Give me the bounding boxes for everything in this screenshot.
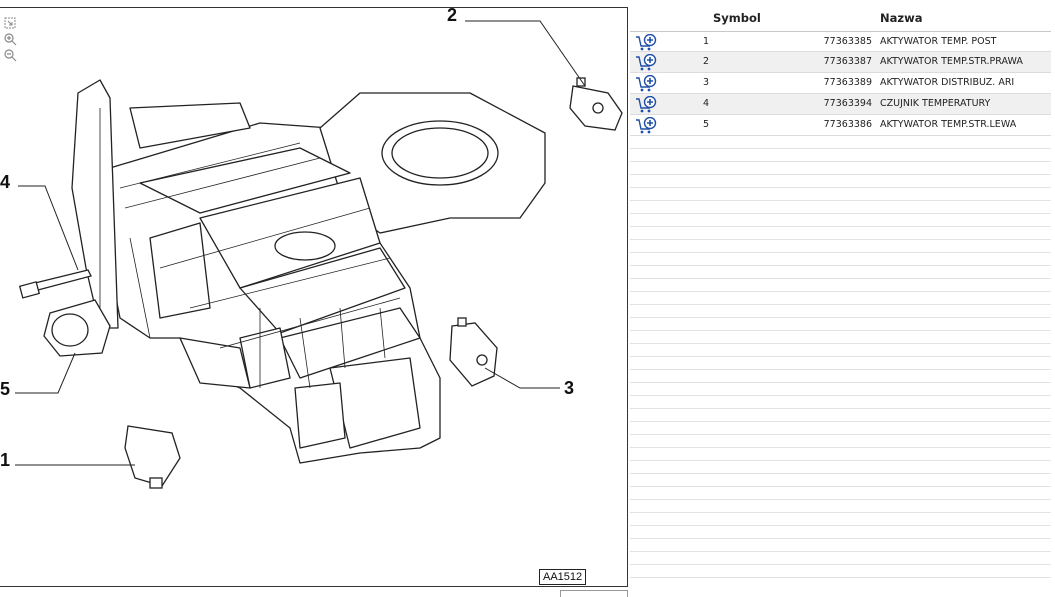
empty-row	[630, 162, 1051, 175]
part-1-actuator	[124, 425, 181, 487]
empty-row	[630, 318, 1051, 331]
empty-row	[630, 227, 1051, 240]
empty-row	[630, 357, 1051, 370]
empty-row	[630, 487, 1051, 500]
callout-3: 3	[564, 378, 575, 398]
empty-row	[630, 552, 1051, 565]
empty-row	[630, 500, 1051, 513]
leader-2	[465, 20, 586, 87]
add-to-cart-icon[interactable]	[635, 34, 657, 51]
empty-row	[630, 448, 1051, 461]
empty-row	[630, 253, 1051, 266]
header-name: Nazwa	[880, 11, 923, 25]
empty-row	[630, 422, 1051, 435]
add-to-cart-icon[interactable]	[635, 117, 657, 134]
empty-row	[630, 175, 1051, 188]
leader-5	[15, 352, 76, 394]
empty-row	[630, 435, 1051, 448]
header-symbol: Symbol	[713, 11, 761, 25]
row-part-name: AKTYWATOR DISTRIBUZ. ARI	[880, 77, 1015, 88]
row-part-number: 77363387	[823, 56, 872, 67]
part-3-actuator	[449, 322, 498, 387]
drawing-reference-label: AA1512	[539, 569, 587, 585]
empty-row	[630, 136, 1051, 149]
add-to-cart-icon[interactable]	[635, 54, 657, 71]
zoom-out-icon[interactable]	[3, 48, 17, 62]
empty-row	[630, 305, 1051, 318]
row-symbol: 3	[702, 77, 710, 88]
empty-row	[630, 214, 1051, 227]
empty-row	[630, 292, 1051, 305]
row-symbol: 2	[702, 56, 710, 67]
callout-2: 2	[447, 7, 458, 25]
empty-row	[630, 149, 1051, 162]
empty-row	[630, 383, 1051, 396]
row-part-number: 77363394	[823, 98, 872, 109]
empty-row	[630, 526, 1051, 539]
table-row[interactable]: 2 77363387 AKTYWATOR TEMP.STR.PRAWA	[630, 52, 1051, 73]
empty-row	[630, 201, 1051, 214]
leader-3	[484, 367, 560, 389]
empty-row	[630, 474, 1051, 487]
row-part-number: 77363386	[823, 119, 872, 130]
table-row[interactable]: 1 77363385 AKTYWATOR TEMP. POST	[630, 31, 1051, 52]
row-symbol: 5	[702, 119, 710, 130]
row-symbol: 4	[702, 98, 710, 109]
empty-row	[630, 409, 1051, 422]
callout-1: 1	[0, 450, 11, 470]
zoom-in-icon[interactable]	[3, 32, 17, 46]
diagram-viewer[interactable]: 2 3 4 5 1 AA1512	[0, 7, 628, 587]
empty-row	[630, 331, 1051, 344]
add-to-cart-icon[interactable]	[635, 96, 657, 113]
callout-4: 4	[0, 172, 11, 192]
empty-row	[630, 461, 1051, 474]
parts-table: Symbol Nazwa 1 77363385 AKTYWATOR TEMP. …	[630, 5, 1051, 593]
exploded-parts-drawing	[15, 20, 623, 489]
row-symbol: 1	[702, 36, 710, 47]
add-to-cart-icon[interactable]	[635, 75, 657, 92]
row-part-name: CZUJNIK TEMPERATURY	[880, 98, 991, 109]
table-row[interactable]: 3 77363389 AKTYWATOR DISTRIBUZ. ARI	[630, 73, 1051, 94]
empty-row	[630, 279, 1051, 292]
parts-table-header: Symbol Nazwa	[630, 5, 1051, 31]
empty-row	[630, 344, 1051, 357]
row-part-name: AKTYWATOR TEMP.STR.LEWA	[880, 119, 1017, 130]
empty-table-area	[630, 136, 1051, 578]
callout-5: 5	[0, 379, 11, 399]
empty-row	[630, 565, 1051, 578]
table-row[interactable]: 4 77363394 CZUJNIK TEMPERATURY	[630, 94, 1051, 115]
empty-row	[630, 396, 1051, 409]
zoom-toolbar	[3, 16, 17, 64]
leader-4	[18, 185, 79, 271]
hvac-housing-left-duct	[71, 79, 119, 329]
empty-row	[630, 240, 1051, 253]
empty-row	[630, 370, 1051, 383]
empty-row	[630, 188, 1051, 201]
fit-icon[interactable]	[3, 16, 17, 30]
empty-row	[630, 513, 1051, 526]
empty-row	[630, 266, 1051, 279]
part-4-temperature-sensor	[34, 269, 92, 291]
table-row[interactable]: 5 77363386 AKTYWATOR TEMP.STR.LEWA	[630, 115, 1051, 136]
empty-row	[630, 539, 1051, 552]
row-part-number: 77363389	[823, 77, 872, 88]
row-part-name: AKTYWATOR TEMP. POST	[880, 36, 997, 47]
row-part-number: 77363385	[823, 36, 872, 47]
row-part-name: AKTYWATOR TEMP.STR.PRAWA	[880, 56, 1023, 67]
